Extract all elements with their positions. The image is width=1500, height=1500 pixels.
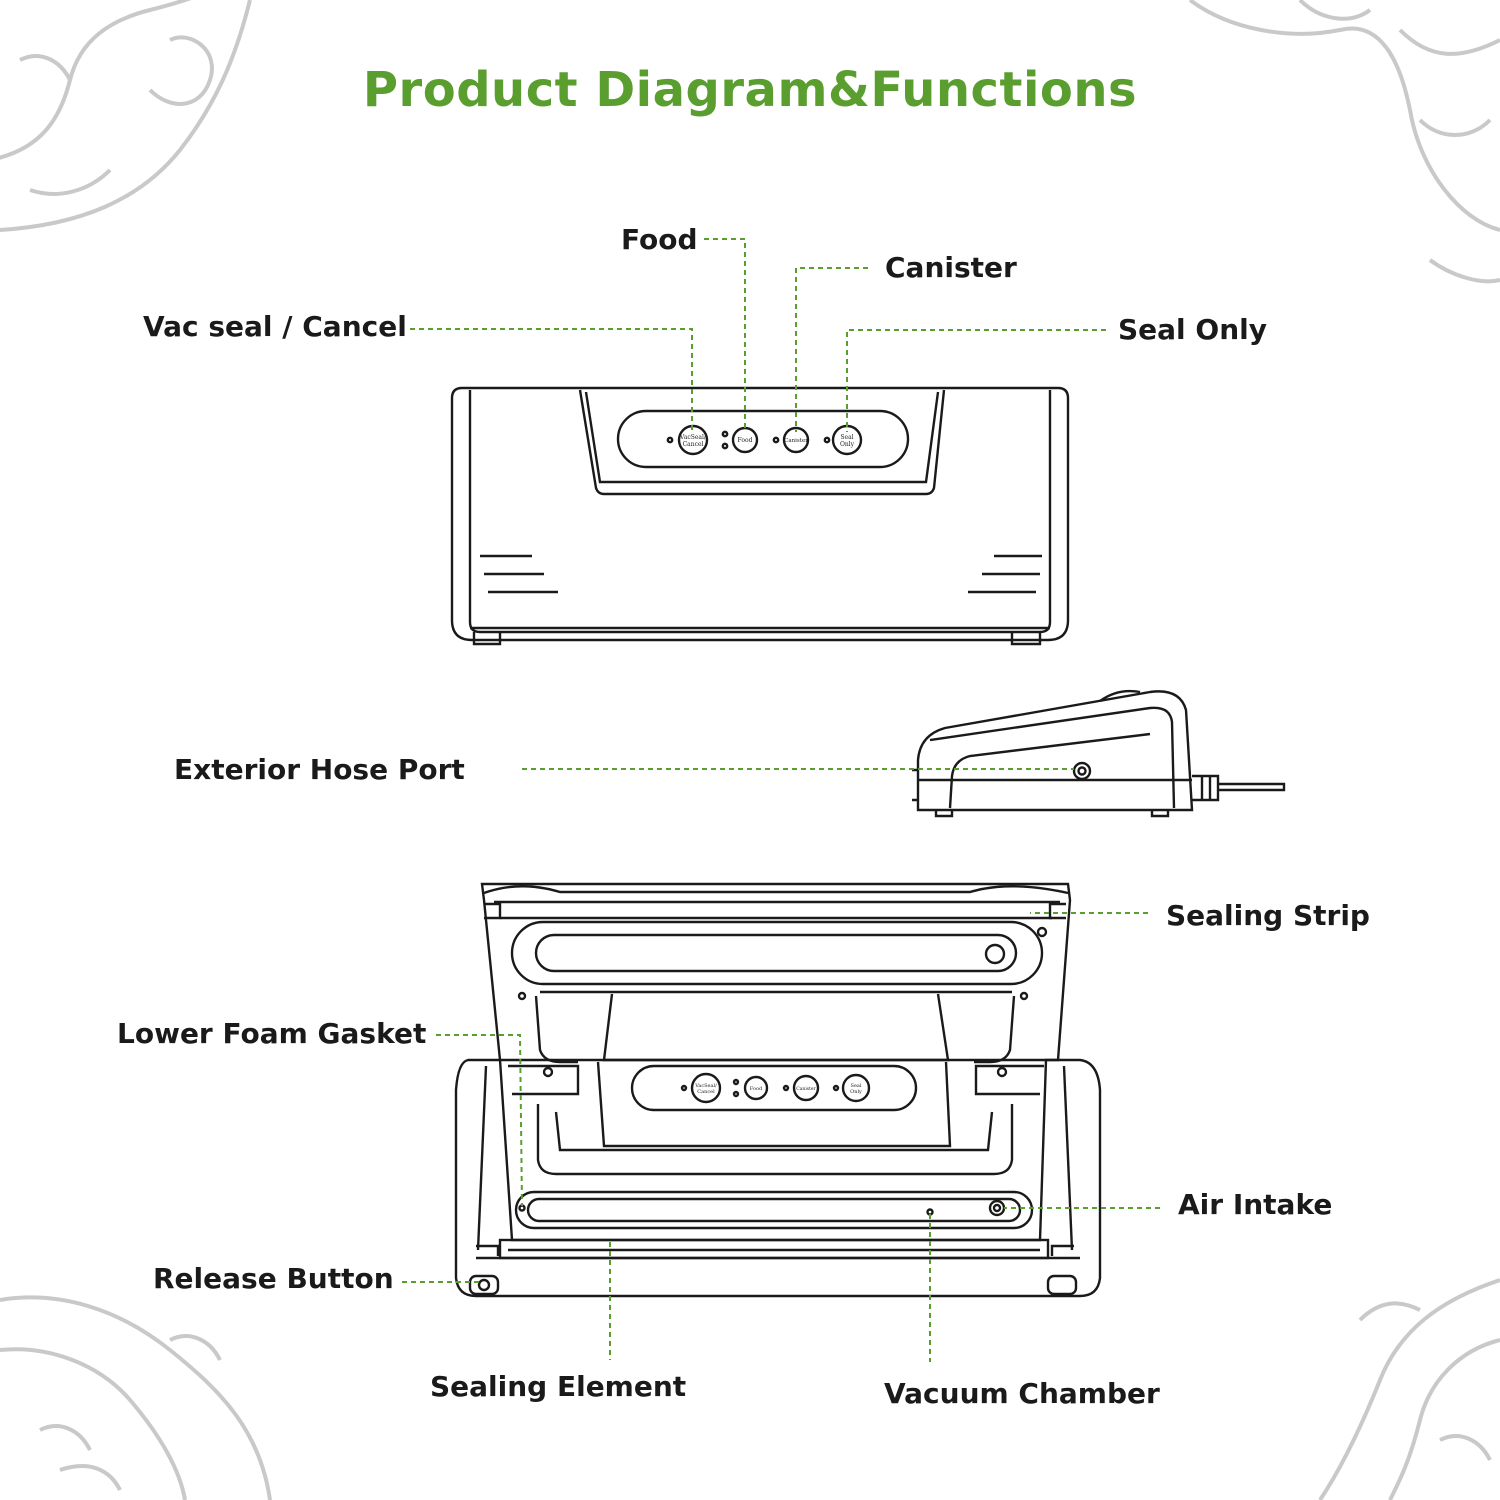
label-air-intake: Air Intake <box>1178 1188 1333 1221</box>
food-button-text: Food <box>738 437 753 444</box>
air-intake <box>988 1199 1006 1217</box>
canister-button[interactable] <box>782 426 810 454</box>
leader-foam-gasket <box>436 1034 523 1207</box>
label-food: Food <box>621 223 698 256</box>
open-vac-seal-text-1: VacSeal/ <box>694 1083 717 1089</box>
seal-only-button-text-2: Only <box>840 441 855 448</box>
open-food-button[interactable] <box>743 1075 769 1101</box>
label-sealing-element: Sealing Element <box>430 1370 687 1403</box>
open-canister-button[interactable] <box>792 1074 820 1102</box>
sealing-strip <box>510 920 1044 986</box>
label-canister: Canister <box>885 251 1017 284</box>
label-sealing-strip: Sealing Strip <box>1166 899 1370 932</box>
label-vac-seal-cancel: Vac seal / Cancel <box>143 310 407 343</box>
corner-decoration-bottom-left <box>0 1295 272 1500</box>
sealer-side-view <box>912 689 1286 818</box>
label-release-button: Release Button <box>153 1262 394 1295</box>
open-seal-only-button[interactable] <box>841 1073 871 1103</box>
vac-seal-button-text-2: Cancel <box>683 441 704 448</box>
open-vac-seal-button[interactable] <box>690 1072 722 1104</box>
open-food-text: Food <box>750 1086 763 1092</box>
open-seal-only-text-2: Only <box>850 1089 862 1095</box>
label-vacuum-chamber: Vacuum Chamber <box>884 1377 1160 1410</box>
seal-only-button-text-1: Seal <box>840 434 853 441</box>
label-seal-only: Seal Only <box>1118 313 1267 346</box>
open-canister-text: Canister <box>796 1086 816 1092</box>
leader-canister <box>795 267 868 432</box>
sealer-open-view <box>454 882 1102 1298</box>
vacuum-chamber <box>514 1190 1034 1230</box>
open-view-button-texts: VacSeal/ Cancel Food Canister Seal Only <box>694 1083 862 1095</box>
label-lower-foam-gasket: Lower Foam Gasket <box>117 1017 427 1050</box>
label-exterior-hose-port: Exterior Hose Port <box>174 753 465 786</box>
open-seal-only-text-1: Seal <box>851 1083 862 1089</box>
corner-decoration-bottom-right <box>1318 1278 1500 1500</box>
corner-decoration-top-left <box>0 0 252 232</box>
corner-decoration-top-right <box>1188 0 1500 284</box>
leader-seal-only <box>846 329 1106 432</box>
release-button[interactable] <box>468 1274 500 1296</box>
open-vac-seal-text-2: Cancel <box>697 1089 715 1095</box>
top-view-button-texts: VacSeal/ Cancel Food Canister Seal Only <box>679 434 855 448</box>
exterior-hose-port[interactable] <box>1072 761 1092 781</box>
page-title: Product Diagram&Functions <box>362 62 1138 118</box>
leader-lines <box>402 238 1160 1362</box>
leader-food <box>704 238 746 432</box>
canister-button-text: Canister <box>784 438 808 444</box>
vac-seal-button-text-1: VacSeal/ <box>679 434 707 441</box>
leader-vac-seal <box>410 328 693 432</box>
sealer-top-view <box>450 386 1070 646</box>
